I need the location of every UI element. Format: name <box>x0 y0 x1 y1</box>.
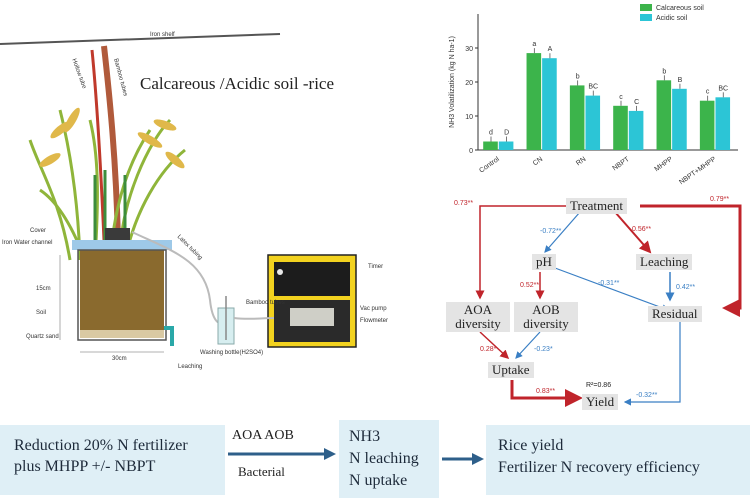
flow-box-outcomes: Rice yield Fertilizer N recovery efficie… <box>486 425 750 495</box>
bar-acidic <box>672 88 687 150</box>
flow-arrow-2 <box>442 453 484 465</box>
bar-acidic <box>585 95 601 150</box>
label-flowmeter: Flowmeter <box>360 318 389 324</box>
category-label: MHPP <box>654 156 675 174</box>
category-label: NBPT+MHPP <box>678 156 717 187</box>
coef-treatment-ph: -0.72** <box>540 228 562 235</box>
label-water-channel: Iron Water channel <box>2 240 53 246</box>
label-quartz-sand: Quartz sand <box>26 334 59 340</box>
significance-letter: A <box>548 46 553 53</box>
significance-letter: BC <box>588 84 598 91</box>
coef-uptake-yield: 0.83** <box>536 388 556 395</box>
label-leaching: Leaching <box>178 364 203 370</box>
significance-letter: c <box>619 94 623 101</box>
node-aob-diversity: AOB diversity <box>514 302 578 332</box>
significance-letter: D <box>504 130 509 137</box>
flow-box-treatment-line2: plus MHPP +/- NBPT <box>14 458 156 475</box>
bar-calcareous <box>483 141 498 150</box>
bar-calcareous <box>569 85 585 150</box>
coef-yield-r2: R²=0.86 <box>586 382 612 389</box>
bar-calcareous <box>699 100 715 150</box>
y-axis-label: NH3 Volatilization (kg N ha-1) <box>449 36 456 128</box>
significance-letter: d <box>489 130 493 137</box>
category-label: Control <box>478 156 501 175</box>
bar-acidic <box>542 58 557 151</box>
label-30cm: 30cm <box>112 356 127 362</box>
label-timer: Timer <box>368 264 384 270</box>
significance-letter: BC <box>718 85 728 92</box>
label-cover: Cover <box>30 228 47 234</box>
flow-box-outcomes-line2: Fertilizer N recovery efficiency <box>498 459 700 476</box>
node-leaching: Leaching <box>636 254 693 270</box>
legend-swatch <box>640 14 652 21</box>
coef-treatment-residual: 0.79** <box>710 196 730 203</box>
label-vac-pump: Vac pump <box>360 306 387 312</box>
category-label: NBPT <box>612 155 632 172</box>
significance-letter: a <box>532 41 536 48</box>
bar-calcareous <box>656 80 672 150</box>
flow-box-outcomes-line1: Rice yield <box>498 437 564 454</box>
node-residual: Residual <box>648 306 702 322</box>
node-uptake: Uptake <box>488 362 534 378</box>
label-15cm: 15cm <box>36 286 51 292</box>
legend-label: Calcareous soil <box>656 5 704 12</box>
y-tick-label: 0 <box>469 148 473 155</box>
flow-arrow-1 <box>228 448 336 460</box>
flow-box-treatment: Reduction 20% N fertilizer plus MHPP +/-… <box>0 425 225 495</box>
coef-residual-yield: -0.32** <box>636 392 658 399</box>
category-label: RN <box>575 156 587 168</box>
y-tick-label: 10 <box>465 114 473 121</box>
bar-acidic <box>715 97 731 150</box>
significance-letter: b <box>662 68 666 75</box>
coef-aoa-uptake: 0.28* <box>480 346 497 353</box>
flow-mid-bottom: Bacterial <box>238 464 285 479</box>
y-tick-label: 30 <box>465 46 473 53</box>
path-model-arrows <box>475 204 742 407</box>
legend-swatch <box>640 4 652 11</box>
flow-mid-top: AOA AOB <box>232 428 294 443</box>
flow-box-processes-line2: N leaching <box>349 450 419 467</box>
label-washing-bottle: Washing bottle(H2SO4) <box>200 350 264 356</box>
significance-letter: b <box>576 73 580 80</box>
node-ph: pH <box>532 254 556 270</box>
coef-ph-aob: 0.52** <box>520 282 540 289</box>
bar-chart-svg: 0 10 20 30 NH3 Volatilization (kg N ha-1) d D C… <box>449 4 738 187</box>
node-treatment: Treatment <box>566 198 627 214</box>
bar-acidic <box>498 141 514 150</box>
flow-box-processes: NH3 N leaching N uptake <box>339 420 439 498</box>
category-label: CN <box>532 156 544 168</box>
node-yield: Yield <box>582 394 619 410</box>
bar-calcareous <box>526 53 542 150</box>
legend-label: Acidic soil <box>656 15 688 22</box>
flow-box-treatment-line1: Reduction 20% N fertilizer <box>14 437 188 454</box>
nh3-bar-chart: 0 10 20 30 NH3 Volatilization (kg N ha-1) d D C… <box>440 0 750 195</box>
apparatus-illustration: Calcareous /Acidic soil -rice Iron shelf… <box>0 0 420 390</box>
bar-acidic <box>628 110 644 150</box>
flow-box-processes-line1: NH3 <box>349 428 381 445</box>
coef-treatment-leaching: 0.56** <box>632 226 652 233</box>
label-iron-shelf: Iron shelf <box>150 32 175 38</box>
path-model: Treatment pH Leaching AOA diversity AOB … <box>440 190 750 415</box>
label-soil: Soil <box>36 310 47 316</box>
illustration-title: Calcareous /Acidic soil -rice <box>140 74 335 93</box>
coef-leaching-residual: 0.42** <box>676 284 696 291</box>
flow-box-processes-line3: N uptake <box>349 472 408 489</box>
coef-aob-uptake: -0.23* <box>534 346 553 353</box>
significance-letter: C <box>634 99 639 106</box>
coef-treatment-aoa: 0.73** <box>454 200 474 207</box>
significance-letter: B <box>678 77 683 84</box>
coef-ph-residual: -0.31** <box>598 280 620 287</box>
y-tick-label: 20 <box>465 80 473 87</box>
label-bamboo-tubes-ann: Bamboo tubes <box>246 300 285 306</box>
apparatus-drawing <box>0 33 357 353</box>
bar-calcareous <box>613 105 628 150</box>
significance-letter: c <box>706 89 710 96</box>
node-aoa-diversity: AOA diversity <box>446 302 510 332</box>
